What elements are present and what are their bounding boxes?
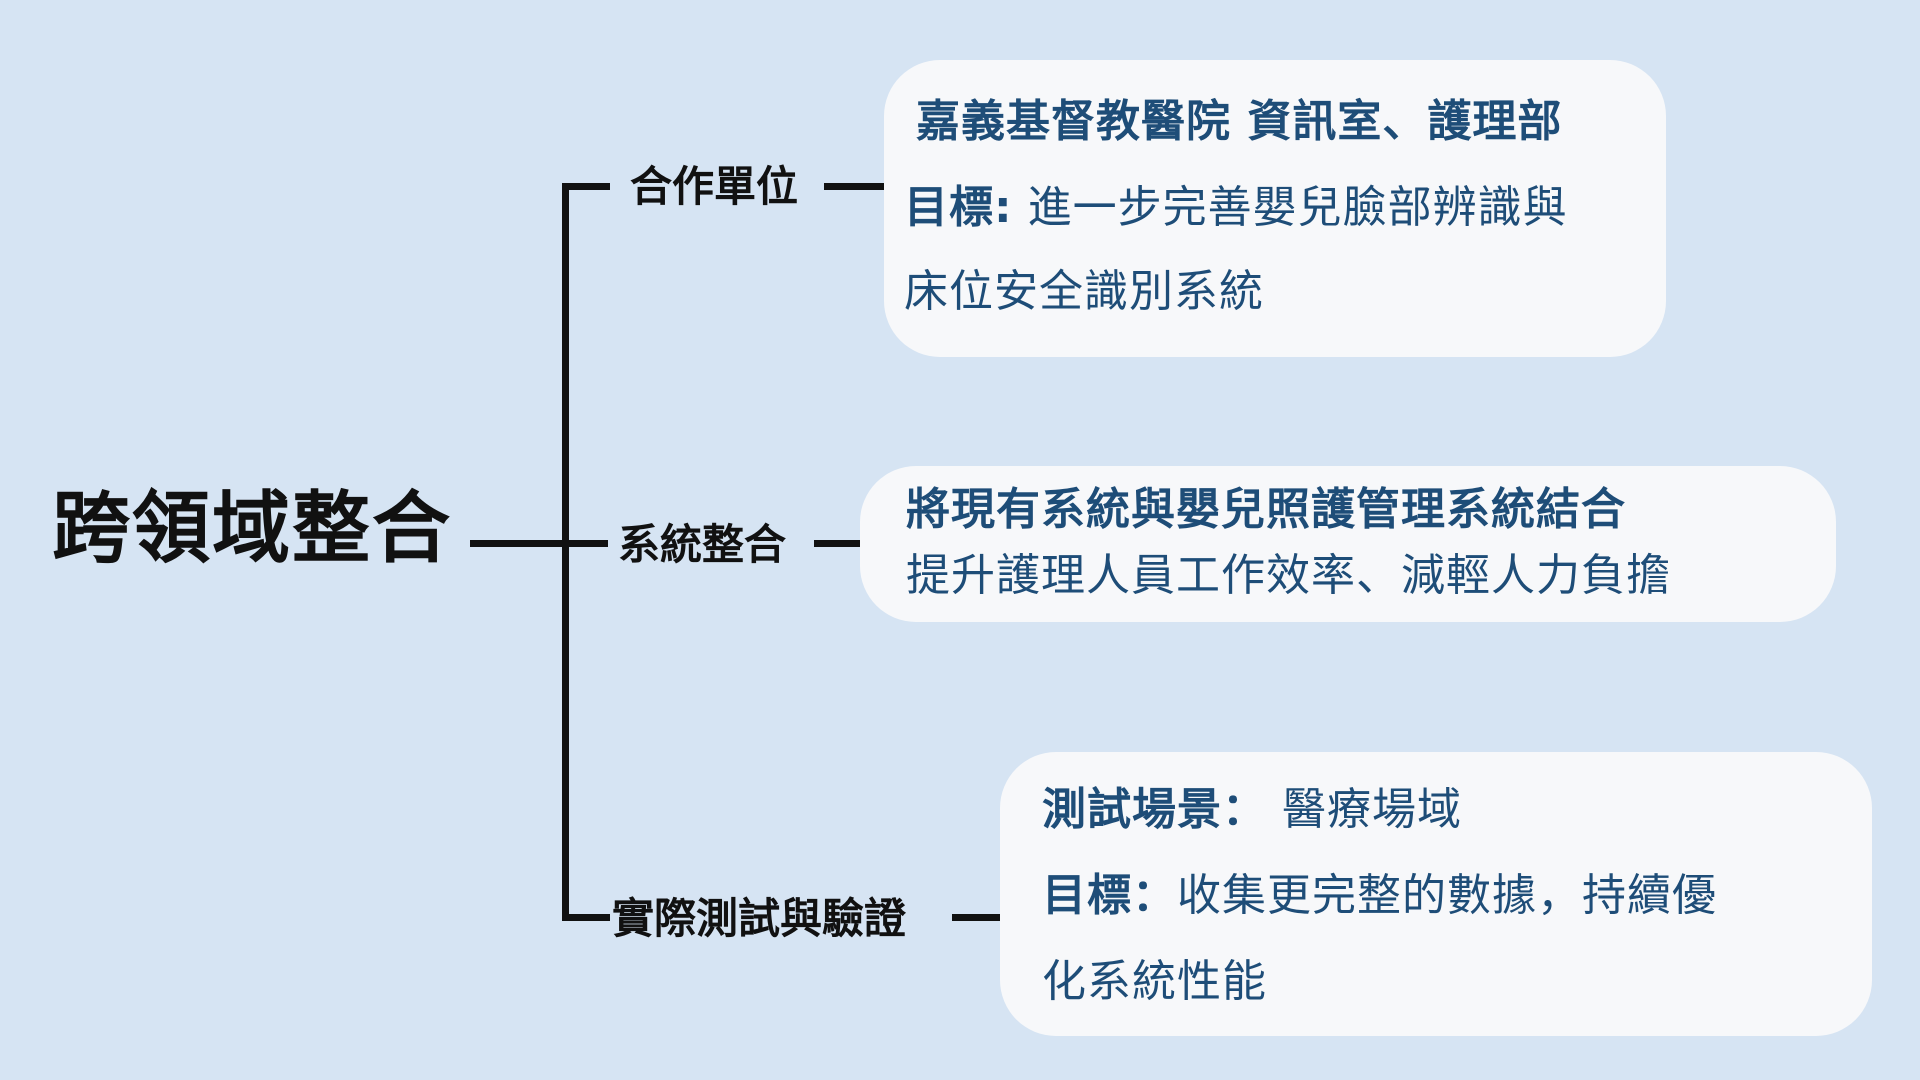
branch-connector-2-left (562, 540, 608, 547)
card-testing-scene-line: 測試場景： 醫療場域 (1042, 788, 1462, 832)
branch-connector-1-right (824, 183, 884, 190)
card-partners-goal-label: 目標: (904, 182, 1013, 233)
card-partners-goal-line-2: 床位安全識別系統 (904, 266, 1264, 317)
card-integration-line-2: 提升護理人員工作效率、減輕人力負擔 (906, 550, 1671, 601)
card-testing-goal-text: 收集更完整的數據，持續優 (1177, 870, 1717, 921)
branch-connector-3-left (562, 914, 610, 921)
card-testing-goal-line-2: 化系統性能 (1042, 956, 1267, 1007)
branch-label-partners: 合作單位 (630, 162, 799, 211)
card-partners-goal-text: 進一步完善嬰兒臉部辨識與 (1012, 182, 1568, 233)
card-partners-goal-line: 目標: 進一步完善嬰兒臉部辨識與 (904, 186, 1568, 230)
card-testing: 測試場景： 醫療場域 目標：收集更完整的數據，持續優 化系統性能 (1000, 752, 1872, 1036)
card-testing-goal-label: 目標： (1042, 870, 1177, 921)
card-partners: 嘉義基督教醫院 資訊室、護理部 目標: 進一步完善嬰兒臉部辨識與 床位安全識別系… (884, 60, 1666, 357)
card-testing-scene-label: 測試場景： (1042, 784, 1267, 835)
branch-connector-3-right (952, 914, 1000, 921)
branch-connector-1-left (562, 183, 610, 190)
branch-connector-2-right (814, 540, 860, 547)
card-integration: 將現有系統與嬰兒照護管理系統結合 提升護理人員工作效率、減輕人力負擔 (860, 466, 1836, 622)
branch-label-testing: 實際測試與驗證 (612, 894, 907, 943)
card-integration-heading: 將現有系統與嬰兒照護管理系統結合 (906, 484, 1626, 535)
root-connector (470, 540, 566, 547)
card-partners-heading: 嘉義基督教醫院 資訊室、護理部 (916, 96, 1563, 147)
root-node-title: 跨領域整合 (52, 484, 453, 574)
card-testing-goal-line: 目標：收集更完整的數據，持續優 (1042, 874, 1717, 918)
branch-label-integration: 系統整合 (618, 520, 787, 569)
trunk-line (562, 183, 569, 921)
card-testing-scene-text: 醫療場域 (1267, 784, 1462, 835)
